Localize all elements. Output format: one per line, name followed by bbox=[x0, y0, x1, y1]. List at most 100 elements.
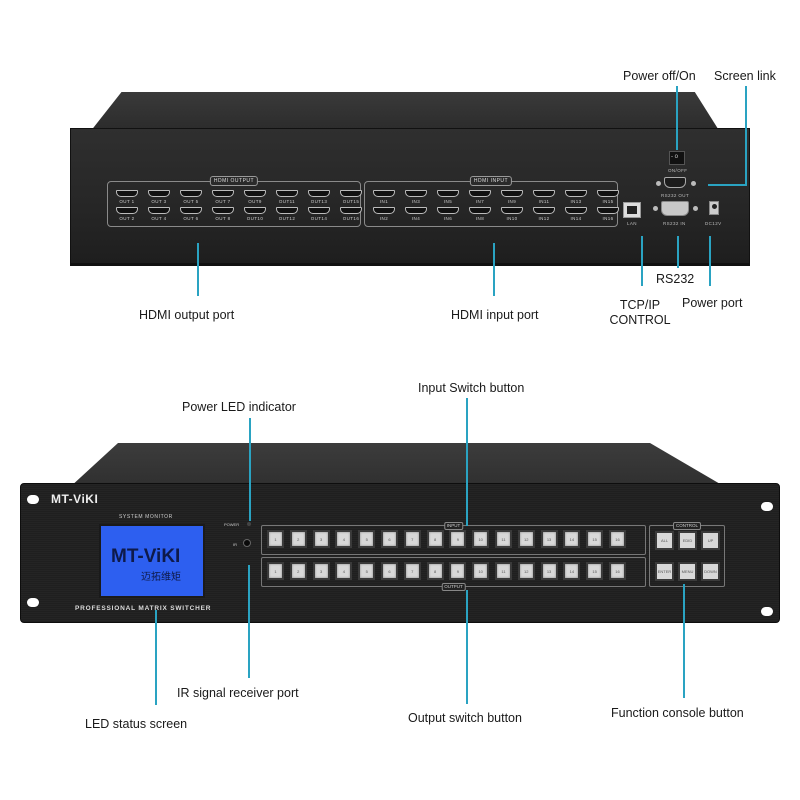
hdmi-port: OUT9 bbox=[240, 190, 270, 207]
hdmi-port-icon bbox=[180, 207, 202, 214]
hdmi-port: IN12 bbox=[529, 207, 559, 224]
input-switch-button[interactable]: 15 bbox=[586, 530, 604, 548]
control-button[interactable]: UP bbox=[701, 531, 720, 550]
callout-hdmi-input-port: HDMI input port bbox=[451, 308, 539, 322]
output-switch-button[interactable]: 8 bbox=[426, 562, 444, 580]
hdmi-port: IN11 bbox=[529, 190, 559, 207]
input-switch-button[interactable]: 3 bbox=[312, 530, 330, 548]
leader-line bbox=[709, 236, 711, 286]
output-switch-button[interactable]: 5 bbox=[358, 562, 376, 580]
rear-unit-top-cover bbox=[90, 92, 720, 132]
rack-mount-hole bbox=[27, 598, 39, 607]
hdmi-port-label: OUT9 bbox=[248, 199, 262, 204]
input-switch-button[interactable]: 10 bbox=[472, 530, 490, 548]
input-switch-button[interactable]: 4 bbox=[335, 530, 353, 548]
hdmi-port: OUT 6 bbox=[176, 207, 206, 224]
hdmi-port: OUT13 bbox=[304, 190, 334, 207]
output-switch-button[interactable]: 16 bbox=[608, 562, 626, 580]
leader-line bbox=[197, 243, 199, 296]
hdmi-port-label: IN4 bbox=[411, 216, 421, 221]
output-switch-button[interactable]: 15 bbox=[586, 562, 604, 580]
input-switch-button[interactable]: 13 bbox=[540, 530, 558, 548]
hdmi-port-label: OUT 2 bbox=[119, 216, 135, 221]
hdmi-port-icon bbox=[405, 190, 427, 197]
hdmi-port-label: IN16 bbox=[602, 216, 614, 221]
hdmi-port-icon bbox=[148, 190, 170, 197]
input-switch-button[interactable]: 16 bbox=[608, 530, 626, 548]
control-button[interactable]: DOWN bbox=[701, 562, 720, 581]
screw-icon bbox=[693, 206, 698, 211]
output-switch-button[interactable]: 10 bbox=[472, 562, 490, 580]
output-switch-button[interactable]: 3 bbox=[312, 562, 330, 580]
leader-line bbox=[493, 243, 495, 296]
power-switch[interactable] bbox=[669, 151, 685, 165]
output-switch-button[interactable]: 7 bbox=[403, 562, 421, 580]
ir-label: IR bbox=[233, 542, 237, 547]
hdmi-port: IN6 bbox=[433, 207, 463, 224]
dc-power-jack bbox=[709, 201, 719, 215]
output-switch-button[interactable]: 9 bbox=[449, 562, 467, 580]
hdmi-port: IN5 bbox=[433, 190, 463, 207]
output-switch-button[interactable]: 6 bbox=[380, 562, 398, 580]
control-panel-title: CONTROL bbox=[672, 522, 702, 530]
power-led-icon bbox=[247, 522, 251, 526]
hdmi-port-icon bbox=[373, 190, 395, 197]
output-switch-button[interactable]: 14 bbox=[563, 562, 581, 580]
hdmi-port-label: OUT14 bbox=[310, 216, 328, 221]
input-switch-button[interactable]: 12 bbox=[517, 530, 535, 548]
hdmi-port-icon bbox=[212, 207, 234, 214]
system-monitor-label: SYSTEM MONITOR bbox=[119, 514, 173, 520]
input-switch-button[interactable]: 9 bbox=[449, 530, 467, 548]
output-switch-button[interactable]: 13 bbox=[540, 562, 558, 580]
control-button[interactable]: ENTER bbox=[655, 562, 674, 581]
leader-line bbox=[249, 418, 251, 521]
control-button[interactable]: ALL bbox=[655, 531, 674, 550]
output-switch-button[interactable]: 12 bbox=[517, 562, 535, 580]
output-switch-button[interactable]: 4 bbox=[335, 562, 353, 580]
hdmi-port-icon bbox=[565, 190, 587, 197]
rs232-out-caption: RS232 OUT bbox=[661, 193, 690, 198]
input-switch-button[interactable]: 6 bbox=[380, 530, 398, 548]
hdmi-port: IN2 bbox=[369, 207, 399, 224]
hdmi-port: OUT11 bbox=[272, 190, 302, 207]
input-switch-button[interactable]: 14 bbox=[563, 530, 581, 548]
hdmi-port-label: IN3 bbox=[411, 199, 421, 204]
hdmi-port-icon bbox=[116, 207, 138, 214]
switch-caption: ON/OFF bbox=[668, 168, 688, 173]
input-switch-button[interactable]: 5 bbox=[358, 530, 376, 548]
hdmi-output-title: HDMI OUTPUT bbox=[209, 176, 259, 186]
control-button[interactable]: MENU bbox=[678, 562, 697, 581]
hdmi-port-label: OUT 3 bbox=[151, 199, 167, 204]
lan-port bbox=[623, 202, 641, 218]
input-switch-button[interactable]: 8 bbox=[426, 530, 444, 548]
output-switch-button[interactable]: 2 bbox=[289, 562, 307, 580]
lcd-subtitle: 迈拓维矩 bbox=[141, 572, 181, 583]
input-switch-button[interactable]: 7 bbox=[403, 530, 421, 548]
hdmi-port-label: OUT 7 bbox=[215, 199, 231, 204]
hdmi-port: OUT 7 bbox=[208, 190, 238, 207]
hdmi-port: OUT 1 bbox=[112, 190, 142, 207]
hdmi-port-label: IN5 bbox=[443, 199, 453, 204]
leader-line bbox=[677, 236, 679, 268]
output-switch-button[interactable]: 1 bbox=[267, 562, 284, 580]
input-switch-button[interactable]: 1 bbox=[267, 530, 284, 548]
hdmi-port: OUT12 bbox=[272, 207, 302, 224]
callout-input-switch-button: Input Switch button bbox=[418, 381, 525, 395]
hdmi-port-label: IN8 bbox=[475, 216, 485, 221]
control-button[interactable]: EDID bbox=[678, 531, 697, 550]
input-switch-button[interactable]: 11 bbox=[494, 530, 512, 548]
hdmi-port: IN8 bbox=[465, 207, 495, 224]
input-switch-button[interactable]: 2 bbox=[289, 530, 307, 548]
hdmi-port-icon bbox=[533, 190, 555, 197]
front-panel: MT-ViKI SYSTEM MONITOR MT-ViKI 迈拓维矩 PROF… bbox=[20, 483, 780, 623]
lcd-status-screen: MT-ViKI 迈拓维矩 bbox=[99, 524, 205, 598]
hdmi-port: IN3 bbox=[401, 190, 431, 207]
callout-power-off-on: Power off/On bbox=[623, 69, 696, 83]
callout-tcp-ip-control: TCP/IP CONTROL bbox=[607, 298, 673, 328]
output-switch-button[interactable]: 11 bbox=[494, 562, 512, 580]
hdmi-port-icon bbox=[308, 190, 330, 197]
